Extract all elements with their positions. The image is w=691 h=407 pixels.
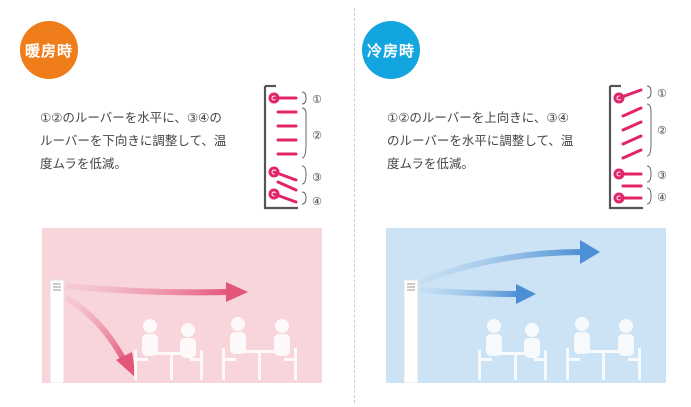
arrow-horizontal-icon (516, 284, 536, 304)
heating-desc-line: ①②のルーバーを水平に、③④の (40, 110, 222, 125)
heating-louver-diagram: ① ② ③ ④ (263, 84, 322, 210)
heating-panel: 暖房時 ①②のルーバーを水平に、③④の ルーバーを下向きに調整して、温 度ムラを… (0, 0, 340, 407)
cooling-desc-line: ①②のルーバーを上向きに、③④ (387, 110, 569, 125)
cooling-desc-line: のルーバーを水平に調整して、温 (387, 133, 574, 148)
panel-divider (354, 8, 355, 403)
louver-label-3: ③ (312, 171, 322, 184)
air-conditioner-unit (403, 279, 419, 383)
louver-label-2: ② (312, 129, 322, 142)
heating-room-illustration (42, 228, 322, 383)
diners-silhouette (134, 317, 297, 380)
louver-label-2: ② (657, 124, 667, 137)
louver-label-1: ① (312, 93, 322, 106)
air-conditioner-unit (49, 279, 65, 383)
cooling-louver-diagram: ① ② ③ ④ (608, 84, 667, 210)
louver-label-4: ④ (657, 191, 667, 204)
arrow-horizontal-icon (226, 282, 248, 302)
heating-description: ①②のルーバーを水平に、③④の ルーバーを下向きに調整して、温 度ムラを低減。 (40, 106, 265, 175)
heating-desc-line: ルーバーを下向きに調整して、温 (40, 133, 227, 148)
arrow-down-icon (116, 352, 136, 378)
cooling-badge: 冷房時 (362, 21, 420, 79)
heating-badge: 暖房時 (20, 21, 78, 79)
arrow-up-icon (580, 240, 600, 264)
heating-desc-line: 度ムラを低減。 (40, 156, 127, 171)
cooling-room-illustration (386, 228, 666, 383)
diners-silhouette (478, 317, 641, 380)
cooling-description: ①②のルーバーを上向きに、③④ のルーバーを水平に調整して、温 度ムラを低減。 (387, 106, 612, 175)
louver-label-1: ① (657, 87, 667, 100)
cooling-panel: 冷房時 ①②のルーバーを上向きに、③④ のルーバーを水平に調整して、温 度ムラを… (351, 0, 691, 407)
louver-label-3: ③ (657, 169, 667, 182)
louver-label-4: ④ (312, 195, 322, 208)
cooling-desc-line: 度ムラを低減。 (387, 156, 474, 171)
